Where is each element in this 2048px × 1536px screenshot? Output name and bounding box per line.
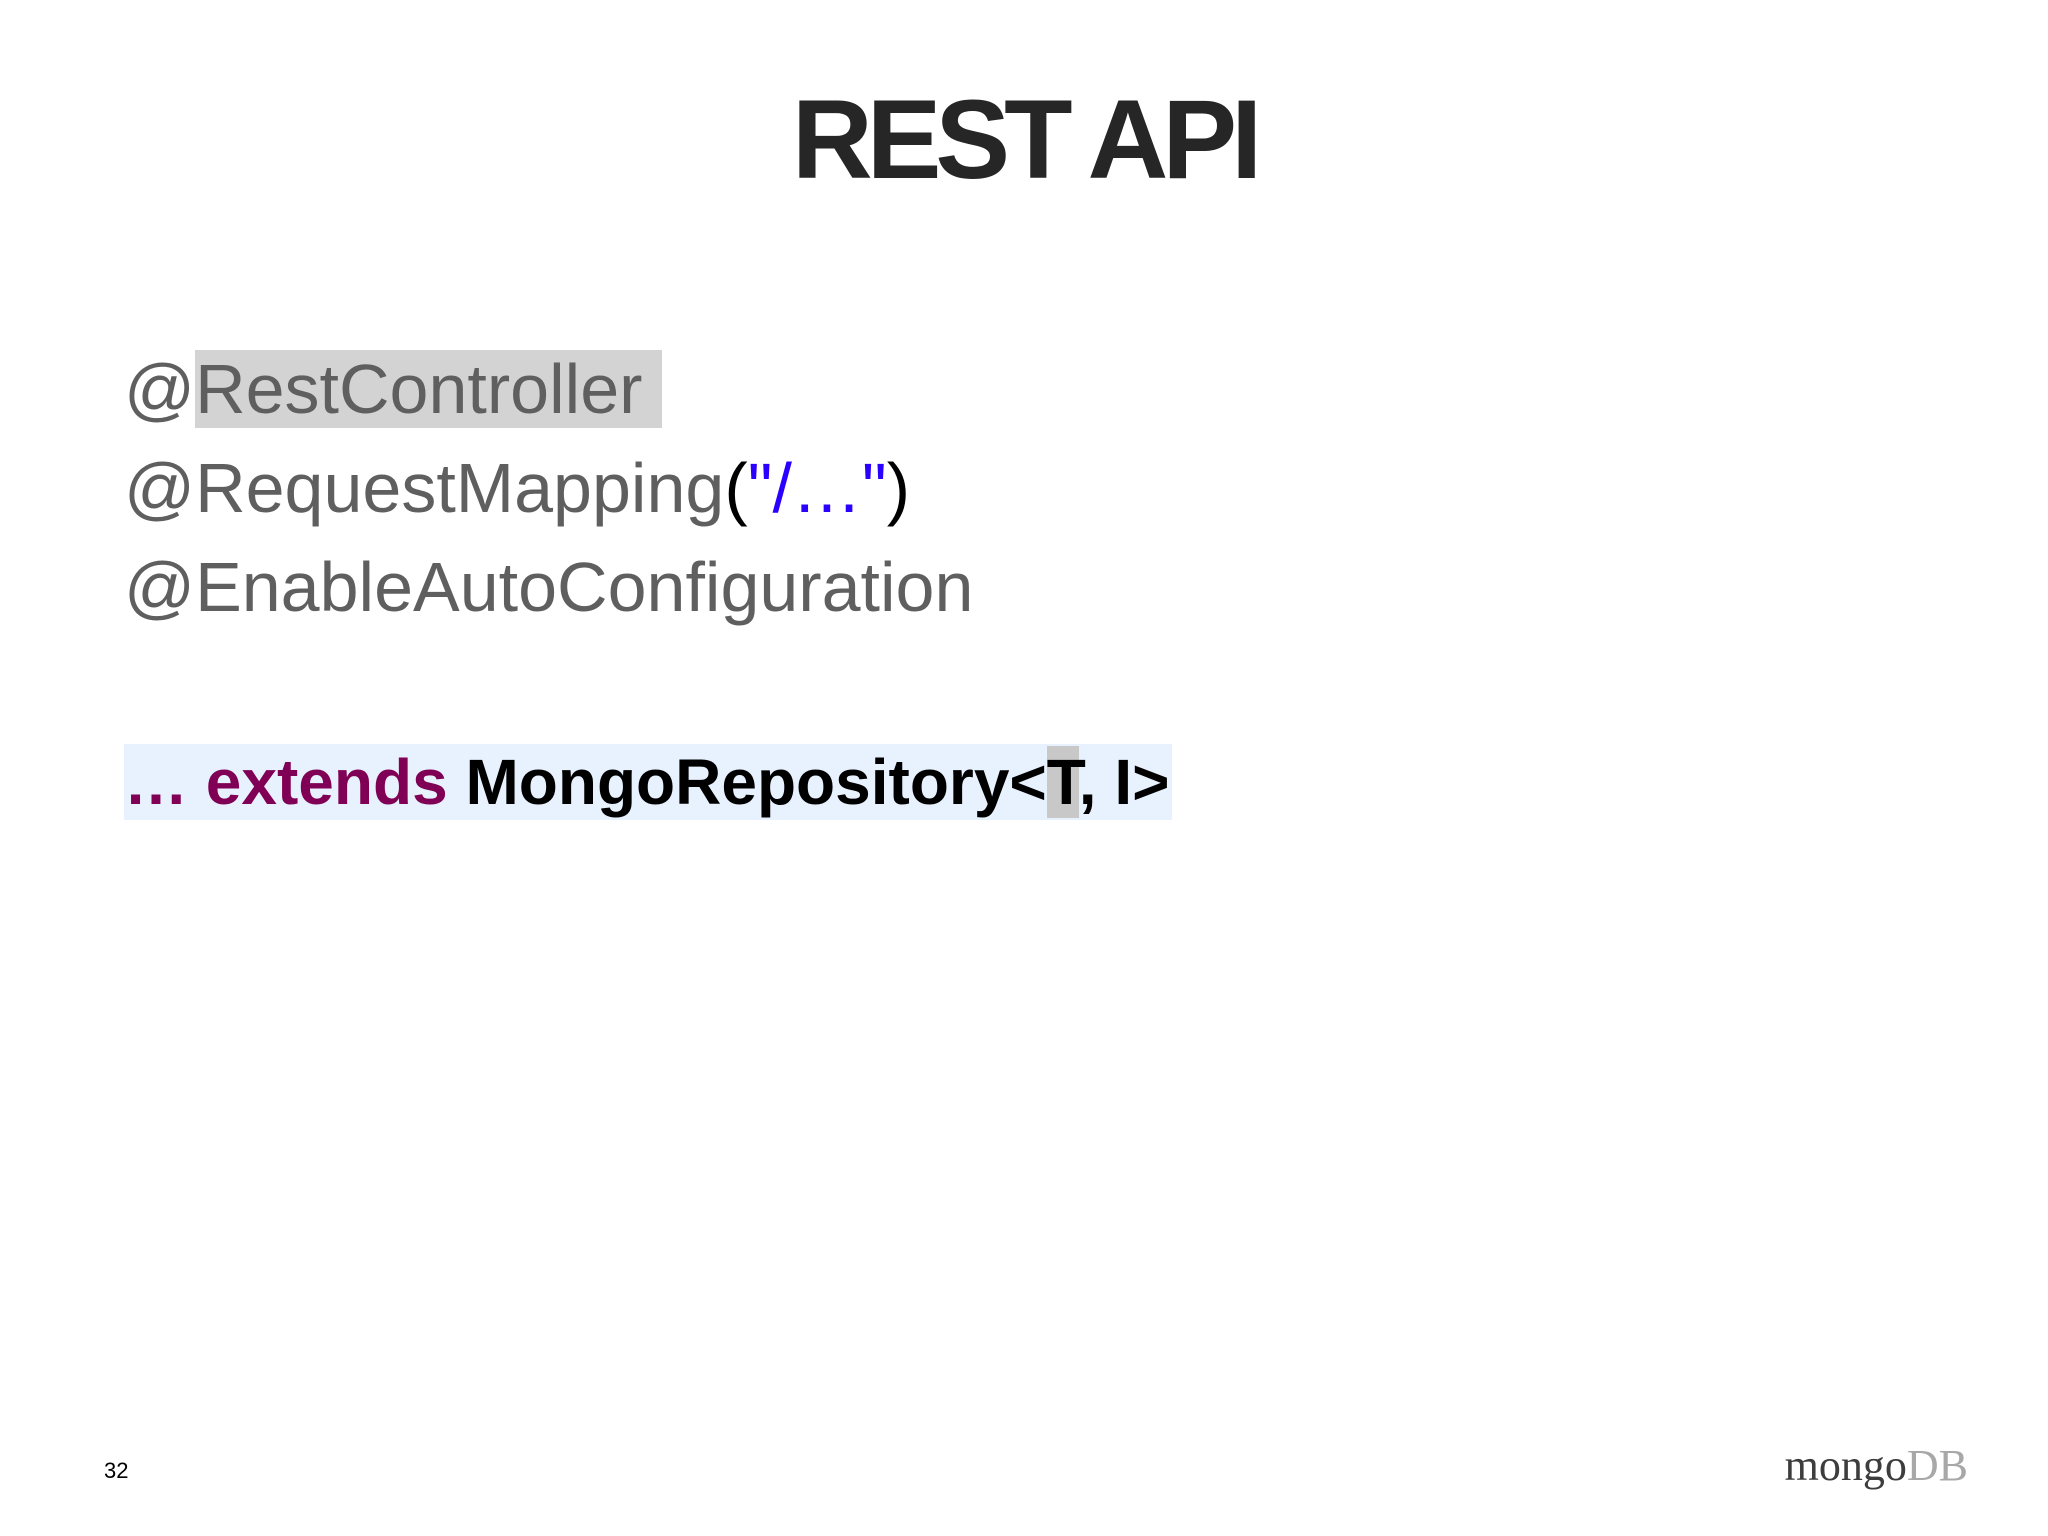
- logo-text-mongo: mongo: [1784, 1441, 1907, 1490]
- annotation-name: EnableAutoConfiguration: [195, 548, 974, 626]
- code-line-extends: … extends MongoRepository<T, I>: [124, 744, 1172, 820]
- string-literal: "/…": [747, 449, 887, 527]
- code-keyword-extends: extends: [205, 746, 448, 818]
- code-type-args-rest: , I>: [1078, 746, 1170, 818]
- annotation-at: @: [124, 350, 196, 428]
- code-type-param-highlighted: T: [1046, 746, 1079, 818]
- annotation-rest-controller: @RestController: [124, 340, 973, 439]
- annotation-at: @: [124, 548, 196, 626]
- annotation-request-mapping: @RequestMapping("/…"): [124, 439, 973, 538]
- code-class-name: MongoRepository<: [465, 746, 1047, 818]
- annotation-list: @RestController @RequestMapping("/…") @E…: [124, 340, 973, 637]
- close-paren: ): [886, 449, 911, 527]
- mongodb-logo: mongoDB: [1785, 1440, 1968, 1491]
- code-ellipsis: …: [124, 746, 188, 818]
- annotation-name-highlighted: RestController: [195, 350, 663, 428]
- logo-text-db: DB: [1906, 1441, 1968, 1490]
- annotation-enable-auto-configuration: @EnableAutoConfiguration: [124, 538, 973, 637]
- annotation-at: @: [124, 449, 196, 527]
- page-number: 32: [104, 1458, 129, 1483]
- open-paren: (: [724, 449, 748, 527]
- annotation-name: RequestMapping: [195, 449, 725, 527]
- slide-title: REST API: [791, 77, 1262, 202]
